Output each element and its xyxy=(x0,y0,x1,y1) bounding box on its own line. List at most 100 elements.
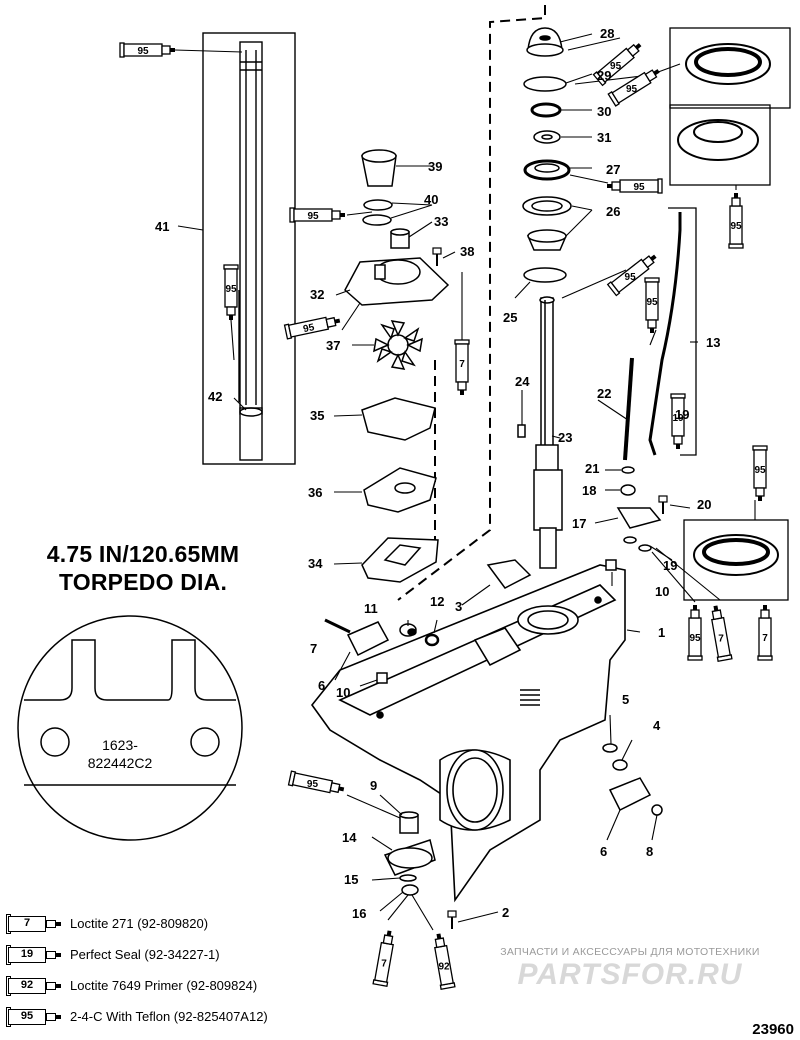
svg-text:95: 95 xyxy=(626,84,638,95)
water-pump-parts xyxy=(344,149,450,583)
lubricant-tube-icon: 95 xyxy=(592,38,646,87)
svg-text:95: 95 xyxy=(633,182,645,193)
callout-5: 5 xyxy=(622,692,629,707)
lubricant-tube-icon: 95 xyxy=(283,313,342,340)
gear-housing xyxy=(310,564,626,903)
svg-text:7: 7 xyxy=(762,633,768,644)
lubricant-tube-icon: 95 xyxy=(687,604,703,661)
callout-18: 18 xyxy=(582,483,596,498)
callout-21: 21 xyxy=(585,461,599,476)
callout-9: 9 xyxy=(370,778,377,793)
torpedo-line2: TORPEDO DIA. xyxy=(58,569,228,595)
watermark: ЗАПЧАСТИ И АКСЕССУАРЫ ДЛЯ МОТОТЕХНИКИ PA… xyxy=(480,946,780,992)
callout-29: 29 xyxy=(597,68,611,83)
callout-40: 40 xyxy=(424,192,438,207)
lubricant-tube-icon: 95 xyxy=(6,1006,62,1027)
svg-text:95: 95 xyxy=(689,633,701,644)
tube-icons: 95 95 95 95 7 95 95 95 95 95 95 19 95 95… xyxy=(119,38,773,990)
callout-42: 42 xyxy=(208,389,222,404)
legend-text: Loctite 7649 Primer (92-809824) xyxy=(70,978,258,993)
svg-text:7: 7 xyxy=(381,958,387,969)
callout-13: 13 xyxy=(706,335,720,350)
small-hardware xyxy=(324,559,663,930)
legend-row: 92 Loctite 7649 Primer (92-809824) xyxy=(6,970,426,1001)
svg-text:95: 95 xyxy=(754,465,766,476)
lubricant-tube-icon: 95 xyxy=(289,207,346,223)
callout-11: 11 xyxy=(364,601,378,616)
callout-19a: 19 xyxy=(663,558,677,573)
figure-number: 23960 xyxy=(752,1021,794,1038)
callout-8: 8 xyxy=(646,844,653,859)
callout-31: 31 xyxy=(597,130,611,145)
driveshaft-group xyxy=(202,32,296,465)
lubricant-tube-icon: 92 xyxy=(430,931,456,990)
lubricant-legend: 7 Loctite 271 (92-809820) 19 Perfect Sea… xyxy=(6,908,426,1032)
svg-text:95: 95 xyxy=(730,221,742,232)
svg-text:95: 95 xyxy=(302,322,316,335)
svg-text:95: 95 xyxy=(307,779,319,790)
leader-lines xyxy=(177,33,698,923)
lubricant-tube-icon: 7 xyxy=(372,928,398,987)
callout-25: 25 xyxy=(503,310,517,325)
callout-1: 1 xyxy=(658,625,665,640)
lubricant-tubes xyxy=(174,37,756,931)
lubricant-tube-icon: 95 xyxy=(644,277,660,334)
lubricant-tube-icon: 95 xyxy=(606,178,663,194)
legend-row: 95 2-4-C With Teflon (92-825407A12) xyxy=(6,1001,426,1032)
assembly-dashed-lines xyxy=(397,5,546,601)
lubricant-tube-icon: 19 xyxy=(670,393,686,450)
callout-22: 22 xyxy=(597,386,611,401)
callout-12: 12 xyxy=(430,594,444,609)
callout-39: 39 xyxy=(428,159,442,174)
callout-7: 7 xyxy=(310,641,317,656)
svg-text:7: 7 xyxy=(718,633,724,644)
lubricant-tube-icon: 95 xyxy=(119,42,176,58)
callout-20: 20 xyxy=(697,497,711,512)
callout-10a: 10 xyxy=(336,685,350,700)
legend-row: 19 Perfect Seal (92-34227-1) xyxy=(6,939,426,970)
lubricant-tube-icon: 92 xyxy=(6,975,62,996)
lubricant-tube-icon: 95 xyxy=(607,64,664,107)
svg-text:95: 95 xyxy=(225,284,237,295)
callout-30: 30 xyxy=(597,104,611,119)
watermark-tagline: ЗАПЧАСТИ И АКСЕССУАРЫ ДЛЯ МОТОТЕХНИКИ xyxy=(500,946,760,958)
callout-14: 14 xyxy=(342,830,357,845)
svg-text:7: 7 xyxy=(459,359,465,370)
callout-32: 32 xyxy=(310,287,324,302)
svg-text:19: 19 xyxy=(672,413,684,424)
svg-text:95: 95 xyxy=(307,211,319,222)
lubricant-tube-icon: 95 xyxy=(607,249,661,297)
callout-4: 4 xyxy=(653,718,661,733)
lubricant-tube-icon: 7 xyxy=(6,913,62,934)
legend-text: 2-4-C With Teflon (92-825407A12) xyxy=(70,1009,268,1024)
callout-26: 26 xyxy=(606,204,620,219)
callout-41: 41 xyxy=(155,219,169,234)
callout-6a: 6 xyxy=(318,678,325,693)
casting-number-line2: 822442C2 xyxy=(88,755,153,771)
torpedo-line1: 4.75 IN/120.65MM xyxy=(46,541,240,567)
lubricant-tube-icon: 19 xyxy=(6,944,62,965)
svg-text:95: 95 xyxy=(610,61,622,72)
callout-10b: 10 xyxy=(655,584,669,599)
lubricant-tube-icon: 95 xyxy=(728,192,744,249)
callout-17: 17 xyxy=(572,516,586,531)
shift-linkage xyxy=(616,207,697,552)
callout-33: 33 xyxy=(434,214,448,229)
watermark-logo: PARTSFOR.RU xyxy=(517,958,743,991)
svg-text:92: 92 xyxy=(438,961,450,972)
svg-text:95: 95 xyxy=(137,46,149,57)
lubricant-tube-icon: 95 xyxy=(223,264,239,321)
lubricant-tube-icon: 7 xyxy=(454,339,470,396)
callout-16: 16 xyxy=(352,906,366,921)
svg-text:95: 95 xyxy=(625,272,637,283)
callout-34: 34 xyxy=(308,556,323,571)
callout-38: 38 xyxy=(460,244,474,259)
legend-text: Perfect Seal (92-34227-1) xyxy=(70,947,220,962)
casting-detail: 1623- 822442C2 xyxy=(17,615,243,841)
callout-27: 27 xyxy=(606,162,620,177)
callout-23: 23 xyxy=(558,430,572,445)
callout-15: 15 xyxy=(344,872,358,887)
callout-28: 28 xyxy=(600,26,614,41)
callout-2: 2 xyxy=(502,905,509,920)
svg-text:95: 95 xyxy=(646,297,658,308)
